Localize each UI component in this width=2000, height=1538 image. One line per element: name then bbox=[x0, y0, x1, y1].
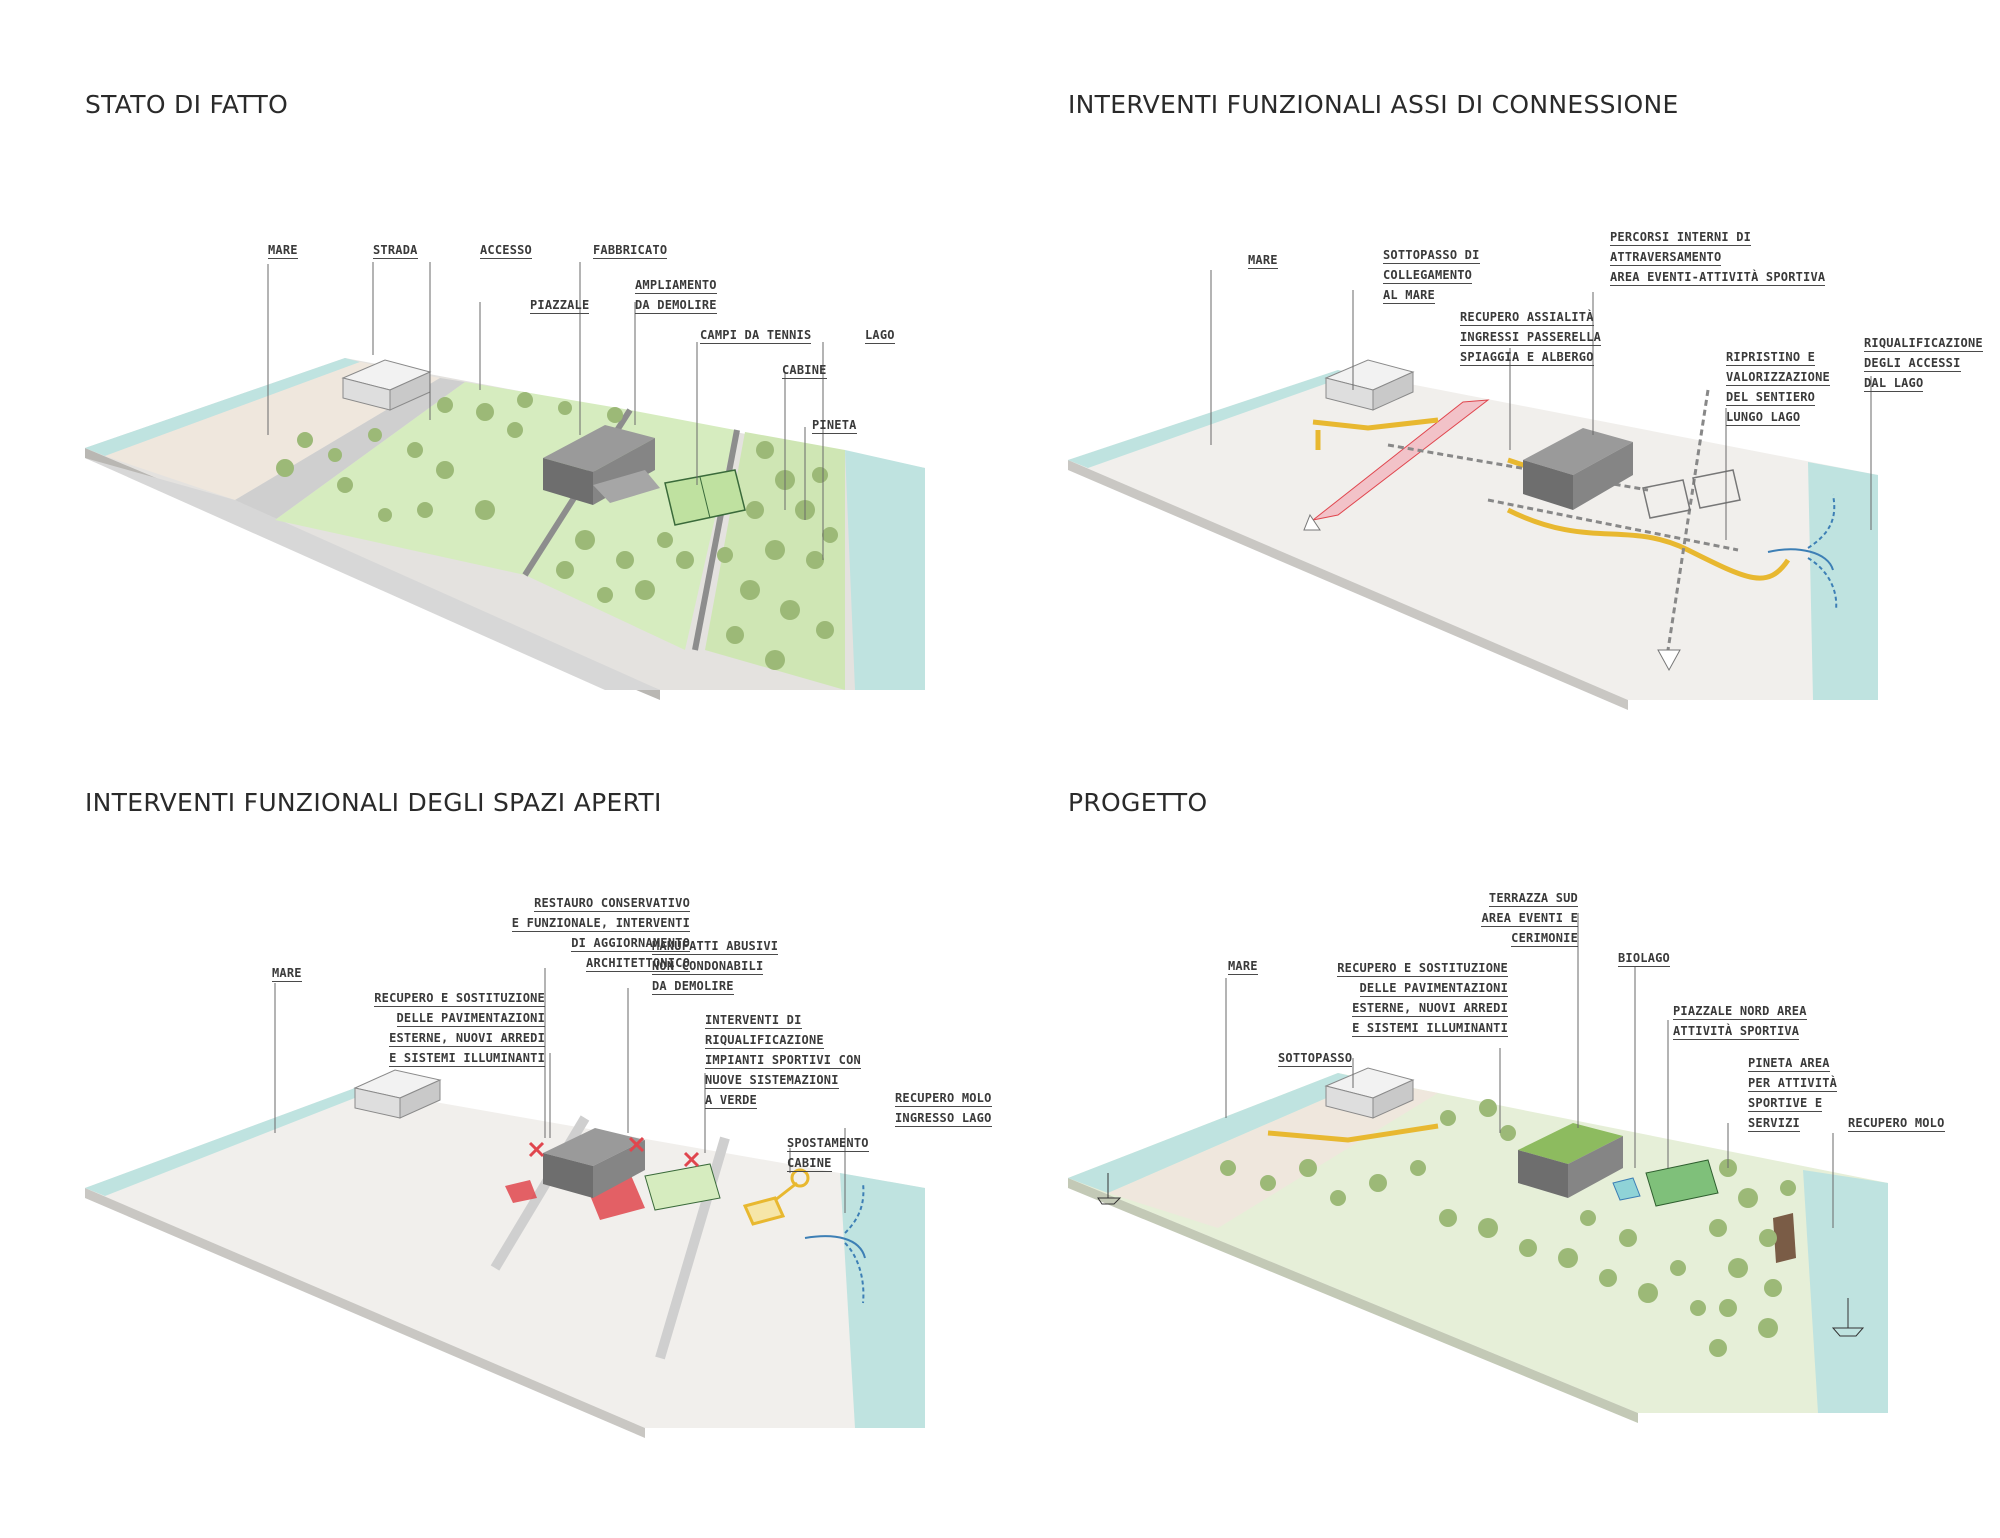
sea-area bbox=[85, 1088, 370, 1196]
site-slab-side bbox=[85, 1188, 645, 1438]
label-mare: MARE bbox=[268, 243, 298, 259]
intervention-markers bbox=[528, 1136, 700, 1168]
site-slab-side bbox=[1068, 1178, 1638, 1423]
boat-icon-lake bbox=[1831, 1298, 1865, 1337]
panel-stato-di-fatto: STATO DI FATTO bbox=[85, 90, 1085, 840]
lake-area bbox=[840, 1173, 925, 1428]
lake-area bbox=[845, 450, 925, 690]
building-fabbricato bbox=[1523, 428, 1633, 510]
grass-zone-2 bbox=[525, 410, 735, 650]
label-pineta: PINETA bbox=[812, 418, 857, 434]
label-mare: MARE bbox=[272, 966, 302, 982]
label-campi-tennis: CAMPI DA TENNIS bbox=[700, 328, 812, 344]
building-strada bbox=[1324, 359, 1415, 411]
label-cabine: CABINE bbox=[782, 363, 827, 379]
label-strada: STRADA bbox=[373, 243, 418, 259]
panel-title: INTERVENTI FUNZIONALI ASSI DI CONNESSION… bbox=[1068, 90, 1679, 119]
panel-assi-connessione: INTERVENTI FUNZIONALI ASSI DI CONNESSION… bbox=[1068, 90, 2000, 840]
lake-access-arrows bbox=[1767, 494, 1838, 611]
building-fabbricato bbox=[543, 425, 660, 505]
panel-title: INTERVENTI FUNZIONALI DEGLI SPAZI APERTI bbox=[85, 788, 662, 817]
building-fabbricato bbox=[1518, 1123, 1623, 1198]
lake-area bbox=[1803, 1170, 1888, 1413]
grass-zone-1 bbox=[275, 382, 630, 575]
tennis-courts bbox=[1645, 1159, 1719, 1207]
arrow-down-icon bbox=[1657, 649, 1681, 672]
road-lower bbox=[85, 458, 660, 690]
boat-icon bbox=[1097, 1173, 1122, 1205]
lake-area bbox=[1808, 462, 1878, 700]
label-sottopasso: SOTTOPASSO bbox=[1278, 1051, 1353, 1067]
label-fabbricato: FABBRICATO bbox=[593, 243, 668, 259]
biolago-pool bbox=[1612, 1177, 1641, 1201]
beach-area bbox=[1108, 1080, 1438, 1228]
label-recupero-molo: RECUPERO MOLO bbox=[1848, 1116, 1945, 1132]
label-mare: MARE bbox=[1248, 253, 1278, 269]
sea-area bbox=[1068, 1073, 1368, 1193]
dashed-axis bbox=[1387, 389, 1739, 651]
arrow-left-icon bbox=[1303, 513, 1321, 531]
building-strada bbox=[1324, 1067, 1415, 1119]
axonometric-diagram bbox=[1068, 913, 1888, 1423]
panel-title: PROGETTO bbox=[1068, 788, 1208, 817]
panel-title: STATO DI FATTO bbox=[85, 90, 289, 119]
axonometric-diagram bbox=[85, 262, 925, 700]
underpass-path bbox=[1267, 1123, 1439, 1143]
red-connection-axis bbox=[1312, 399, 1490, 521]
axonometric-diagram bbox=[85, 968, 925, 1438]
site-slab-side bbox=[1068, 460, 1628, 710]
leader-lines bbox=[274, 968, 846, 1213]
demolition-area-2 bbox=[505, 1180, 537, 1203]
leader-lines bbox=[267, 262, 824, 560]
building-strada bbox=[341, 359, 432, 411]
label-biolago: BIOLAGO bbox=[1618, 951, 1670, 967]
building-fabbricato bbox=[543, 1128, 645, 1198]
sea-area bbox=[85, 358, 360, 456]
molo-jetty bbox=[1773, 1213, 1796, 1263]
label-accesso: ACCESSO bbox=[480, 243, 532, 259]
leader-lines bbox=[1210, 270, 1872, 540]
cabin-relocation bbox=[742, 1168, 810, 1226]
tennis-courts bbox=[644, 1163, 721, 1211]
site-slab bbox=[1068, 370, 1878, 700]
label-mare: MARE bbox=[1228, 959, 1258, 975]
panel-progetto: PROGETTO bbox=[1068, 788, 2000, 1538]
label-piazzale: PIAZZALE bbox=[530, 298, 590, 314]
label-lago: LAGO bbox=[865, 328, 895, 344]
axonometric-diagram bbox=[1068, 270, 1878, 710]
panel-spazi-aperti: INTERVENTI FUNZIONALI DEGLI SPAZI APERTI bbox=[85, 788, 1085, 1538]
tennis-courts bbox=[1642, 469, 1741, 519]
leader-lines bbox=[1225, 913, 1834, 1228]
lake-access-arrows bbox=[804, 1182, 866, 1304]
road-strip bbox=[235, 378, 465, 520]
building-strada bbox=[353, 1069, 442, 1119]
